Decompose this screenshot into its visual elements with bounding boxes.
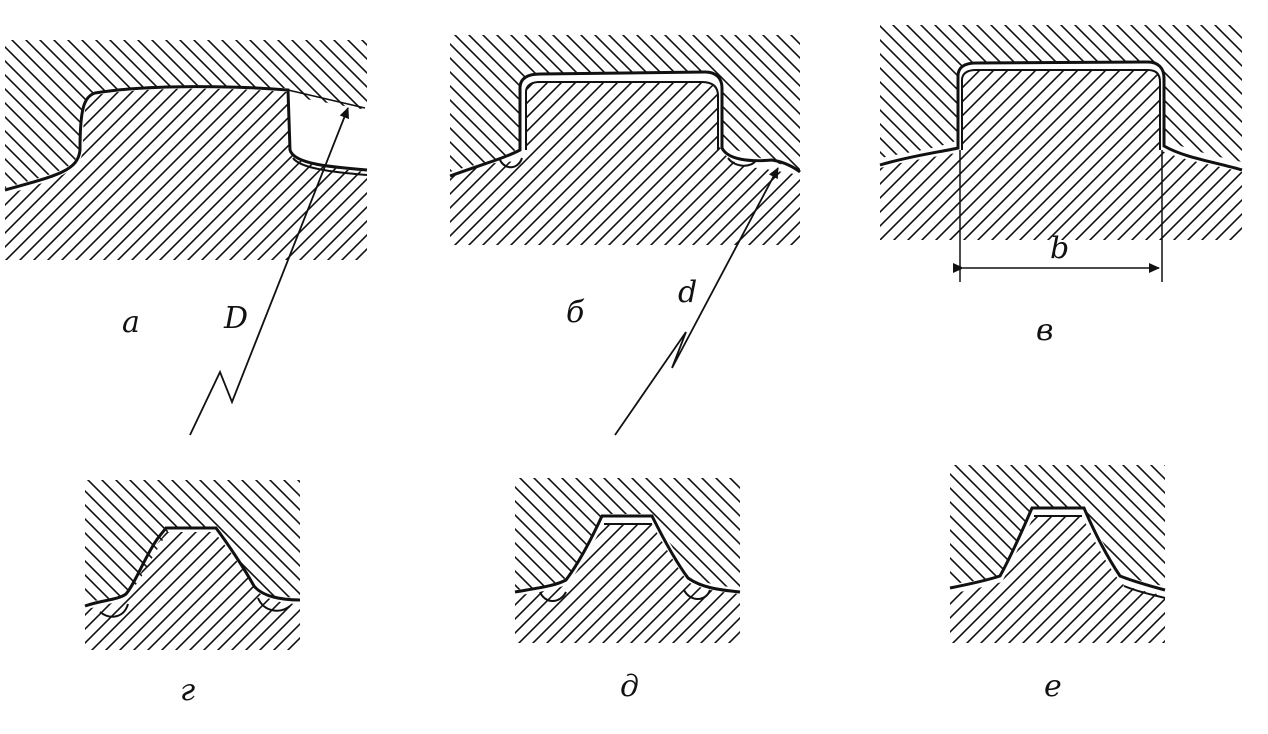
shaft-section-a	[5, 88, 367, 260]
diameter-leader-a	[189, 107, 349, 436]
root-fillet-left-e	[539, 591, 567, 602]
caption-d: г	[180, 673, 195, 708]
major-circle-arc-a	[287, 89, 366, 109]
shaft-section-c	[880, 70, 1242, 240]
caption-c: в	[1036, 313, 1053, 348]
hub-section-f	[950, 465, 1165, 586]
shaft-section-f	[950, 516, 1165, 643]
contour-line-a	[4, 85, 368, 192]
contour-inner-f	[1123, 585, 1166, 599]
caption-a: а	[122, 305, 140, 340]
root-fillet-right-b	[727, 157, 757, 167]
contour-inner-a	[292, 157, 368, 176]
tooth-width-label: b	[1050, 231, 1069, 266]
minor-diameter-label: d	[678, 275, 697, 310]
shaft-section-d	[85, 532, 300, 650]
caption-f: е	[1044, 669, 1062, 704]
figure-d: г	[84, 480, 301, 708]
hub-section-b	[450, 35, 800, 172]
shaft-section-b	[450, 82, 800, 245]
contour-line-d	[84, 526, 301, 608]
shaft-section-e	[515, 524, 740, 643]
hub-section-e	[515, 478, 740, 590]
figure-c: b в	[879, 25, 1243, 348]
figure-f: е	[949, 465, 1166, 704]
major-diameter-label: D	[223, 301, 248, 336]
contour-line-f	[949, 506, 1166, 592]
root-fillet-left-d	[99, 603, 129, 618]
root-fillet-left-b	[499, 157, 523, 169]
contour-inner-b	[525, 81, 719, 150]
diameter-leader-b	[614, 167, 779, 436]
contour-inner-c	[961, 69, 1161, 150]
root-fillet-right-e	[683, 589, 711, 600]
hub-section-c	[880, 25, 1242, 162]
figure-a: D а	[4, 40, 368, 436]
caption-b: б	[566, 295, 585, 330]
root-fillet-right-d	[257, 597, 291, 612]
contour-line-e	[514, 514, 741, 594]
figure-e: д	[514, 478, 741, 704]
caption-e: д	[620, 669, 639, 704]
hub-section-a	[5, 40, 367, 188]
contour-line-b	[449, 70, 801, 178]
contour-line-c	[879, 60, 1243, 172]
figure-b: d б	[449, 35, 801, 436]
